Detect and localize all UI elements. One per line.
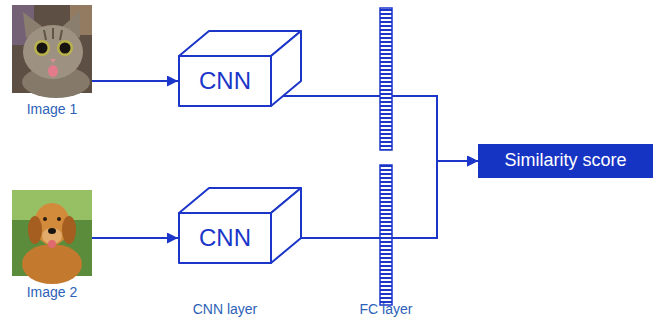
layer-name: CNN <box>199 67 251 96</box>
connector-arrow <box>271 161 478 238</box>
cat-eye <box>57 40 73 56</box>
cnn-block: CNN <box>178 30 302 107</box>
cat-tongue <box>48 65 58 77</box>
image-caption: Image 1 <box>27 101 78 118</box>
input-image: Image 1 <box>12 5 92 118</box>
photo-area <box>12 190 92 276</box>
cube-face: CNN <box>179 213 271 263</box>
dog-body <box>22 244 82 284</box>
image-caption: Image 2 <box>27 284 78 301</box>
cat-photo <box>12 5 92 98</box>
connector-arrow <box>271 96 478 161</box>
dog-ear <box>62 216 76 244</box>
dog-nose <box>48 228 56 234</box>
cube-side <box>179 213 271 263</box>
cat-stripes <box>44 28 62 40</box>
fc-bar <box>380 165 392 305</box>
cube-side <box>271 31 301 106</box>
caption-group: Image 2 <box>12 284 92 301</box>
output-label: Similarity score <box>504 150 626 172</box>
cube-side <box>271 188 301 263</box>
dog-eye <box>43 217 47 221</box>
dog-tongue <box>48 240 56 248</box>
layer-caption: CNN layer <box>193 301 258 317</box>
layer-caption: FC layer <box>360 301 413 317</box>
cube-face: CNN <box>179 56 271 106</box>
dog-ear <box>28 216 42 244</box>
cat-pupil <box>37 43 48 54</box>
cat-nose <box>50 59 56 63</box>
cat-eye <box>34 40 50 56</box>
caption-group: Image 1 <box>12 101 92 118</box>
photo-area <box>12 5 92 93</box>
cube-side <box>179 56 271 106</box>
output-box: Similarity score <box>478 144 653 178</box>
dog-eye <box>57 217 61 221</box>
connector-arrow <box>92 80 178 82</box>
input-image: Image 2 <box>12 190 92 301</box>
cat-head <box>23 25 83 79</box>
layer-name: CNN <box>199 224 251 253</box>
fc-bar <box>380 8 392 150</box>
connector-arrow <box>92 237 178 239</box>
dog-photo <box>12 190 92 284</box>
cnn-block: CNN <box>178 187 302 264</box>
cat-pupil <box>60 43 71 54</box>
